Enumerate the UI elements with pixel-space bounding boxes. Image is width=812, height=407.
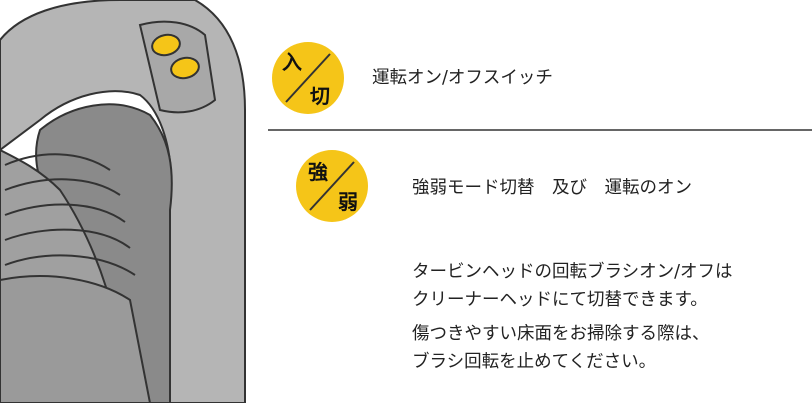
- badge-circle-icon: [272, 42, 344, 114]
- strength-badge: 強 弱: [294, 148, 370, 224]
- power-switch-label: 運転オン/オフスイッチ: [372, 68, 553, 88]
- floor-note-line1: 傷つきやすい床面をお掃除する際は、: [412, 324, 710, 344]
- turbine-note-line2: クリーナーヘッドにて切替できます。: [412, 290, 708, 310]
- vacuum-handle-illustration: [0, 0, 290, 404]
- section-divider: [268, 129, 812, 131]
- badge-bottom-glyph: 弱: [338, 190, 358, 214]
- badge-circle-icon: [296, 150, 368, 222]
- floor-note-line2: ブラシ回転を止めてください。: [412, 352, 657, 372]
- badge-bottom-glyph: 切: [310, 84, 330, 108]
- turbine-note-line1: タービンヘッドの回転ブラシオン/オフは: [412, 262, 733, 282]
- power-on-off-badge: 入 切: [270, 40, 346, 116]
- strength-switch-label: 強弱モード切替 及び 運転のオン: [412, 178, 692, 198]
- badge-top-glyph: 入: [282, 50, 302, 74]
- badge-top-glyph: 強: [308, 160, 328, 184]
